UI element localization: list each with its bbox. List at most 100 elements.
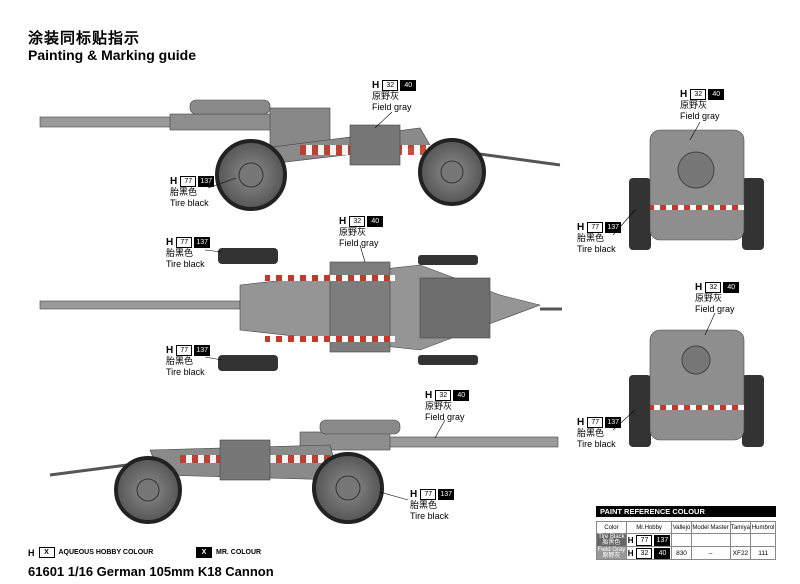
col-header: Color <box>596 521 627 534</box>
code-box: 137 <box>654 534 671 546</box>
h-marker: H <box>627 535 634 545</box>
tamiya-cell <box>729 533 752 547</box>
code-box: 137 <box>194 237 211 248</box>
table-header-row: Color Mr.Hobby Vallejo Model Master Tami… <box>596 521 776 534</box>
h-marker: H <box>680 89 688 100</box>
footer-title: 61601 1/16 German 105mm K18 Cannon <box>28 564 274 579</box>
color-name-en: Tire black <box>577 244 616 254</box>
reference-grid: Color Mr.Hobby Vallejo Model Master Tami… <box>596 521 776 560</box>
color-name-en: Field gray <box>695 304 735 314</box>
color-name-cn: 原野灰 <box>425 401 453 411</box>
legend-box: X <box>196 547 212 558</box>
code-box: 137 <box>605 222 622 233</box>
code-box: 40 <box>654 547 671 559</box>
model-master-cell: – <box>690 546 731 560</box>
code-box: 77 <box>587 222 604 233</box>
code-box: 40 <box>723 282 740 293</box>
h-marker: H <box>28 547 35 558</box>
code-box: 40 <box>453 390 470 401</box>
color-name-en: Tire black <box>166 367 205 377</box>
color-name-en: Tire Black <box>598 534 625 540</box>
color-name-cn: 胎黑色 <box>166 356 194 366</box>
color-name-en: Field gray <box>372 102 412 112</box>
legend-label: AQUEOUS HOBBY COLOUR <box>58 549 154 556</box>
h-marker: H <box>627 548 634 558</box>
code-box: 77 <box>636 534 653 546</box>
code-box: 77 <box>180 176 197 187</box>
col-header: Vallejo <box>671 521 692 534</box>
code-box: 32 <box>435 390 452 401</box>
h-marker: H <box>170 176 178 187</box>
color-name-en: Field Gray <box>597 547 626 553</box>
h-marker: H <box>166 345 174 356</box>
color-name-cn: 胎黑色 <box>410 500 438 510</box>
color-name-cn: 胎黑色 <box>170 187 198 197</box>
code-box: 77 <box>176 345 193 356</box>
h-marker: H <box>166 237 174 248</box>
vallejo-cell: 830 <box>671 546 692 560</box>
color-name-cn: 原野灰 <box>372 91 400 101</box>
top-view <box>39 248 562 371</box>
rear-view <box>629 329 764 447</box>
col-header: Humbrol <box>750 521 776 534</box>
color-name-cn: 胎黑色 <box>166 248 194 258</box>
color-name-cn: 胎黑色 <box>577 428 605 438</box>
page-title: Painting & Marking guide <box>28 47 197 63</box>
code-box: 32 <box>705 282 722 293</box>
code-box: 77 <box>420 489 437 500</box>
color-name-en: Field gray <box>339 238 379 248</box>
tamiya-cell: XF22 <box>729 546 752 560</box>
legend-label: MR. COLOUR <box>216 549 262 556</box>
vallejo-cell <box>671 533 692 547</box>
color-name-en: Field gray <box>680 111 720 121</box>
code-box: 137 <box>605 417 622 428</box>
col-header: Mr.Hobby <box>625 521 673 534</box>
front-view <box>629 129 764 250</box>
code-box: 137 <box>438 489 455 500</box>
h-marker: H <box>695 282 703 293</box>
code-box: 137 <box>194 345 211 356</box>
col-header: Model Master <box>690 521 731 534</box>
page-title-cn: 涂装同标贴指示 <box>28 30 141 47</box>
h-marker: H <box>410 489 418 500</box>
h-marker: H <box>577 417 585 428</box>
h-marker: H <box>425 390 433 401</box>
humbrol-cell: 111 <box>750 546 776 560</box>
color-name-cn: 原野灰 <box>695 293 723 303</box>
color-name-en: Tire black <box>577 439 616 449</box>
humbrol-cell <box>750 533 776 547</box>
code-box: 77 <box>176 237 193 248</box>
h-marker: H <box>372 80 380 91</box>
col-header: Tamiya <box>729 521 752 534</box>
legend-box: X <box>38 547 55 558</box>
legend-aqueous: H X AQUEOUS HOBBY COLOUR <box>28 547 153 558</box>
color-name-en: Field gray <box>425 412 465 422</box>
color-name-cn: 胎黑色 <box>577 233 605 243</box>
color-name-en: Tire black <box>410 511 449 521</box>
legend-mr-colour: X MR. COLOUR <box>196 547 261 558</box>
color-name-cn: 原野灰 <box>339 227 367 237</box>
h-marker: H <box>577 222 585 233</box>
color-name-en: Tire black <box>166 259 205 269</box>
code-box: 40 <box>400 80 417 91</box>
h-marker: H <box>339 216 347 227</box>
color-name-cn: 胎黑色 <box>602 540 621 546</box>
model-master-cell <box>690 533 731 547</box>
paint-reference-table: PAINT REFERENCE COLOUR Color Mr.Hobby Va… <box>596 506 776 560</box>
code-box: 32 <box>690 89 707 100</box>
code-box: 137 <box>198 176 215 187</box>
code-box: 40 <box>367 216 384 227</box>
